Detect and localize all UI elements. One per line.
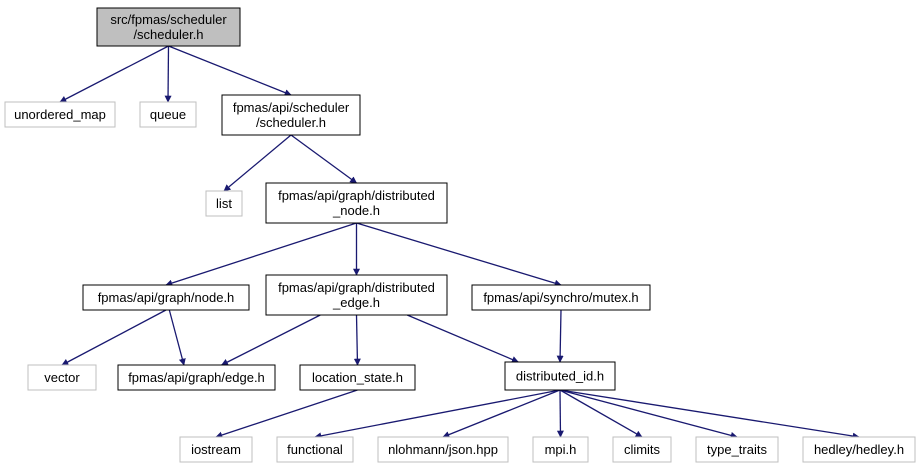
node-box-distributed_edge_h: [265, 274, 448, 316]
node-box-hedley_h: [802, 436, 916, 463]
node-mutex_h[interactable]: fpmas/api/synchro/mutex.h: [471, 284, 651, 311]
node-label-queue-0: queue: [150, 107, 186, 122]
edges-layer: [59, 45, 860, 440]
node-label-json_hpp-0: nlohmann/json.hpp: [388, 442, 498, 457]
node-mpi_h: mpi.h: [532, 436, 589, 463]
edge-distributed_id_h-to-type_traits: [559, 389, 738, 439]
edge-distributed_id_h-to-mpi_h: [556, 389, 564, 438]
edge-node_h-to-vector: [61, 309, 167, 366]
edge-distributed_id_h-to-json_hpp: [442, 389, 561, 438]
node-label-functional-0: functional: [287, 442, 343, 457]
node-scheduler_h[interactable]: src/fpmas/scheduler/scheduler.h: [96, 7, 241, 47]
node-box-type_traits: [695, 436, 779, 463]
node-functional: functional: [276, 436, 354, 463]
node-box-json_hpp: [377, 436, 509, 463]
node-box-distributed_id_h: [504, 361, 616, 391]
node-list: list: [205, 190, 243, 217]
node-distributed_edge_h[interactable]: fpmas/api/graph/distributed_edge.h: [265, 274, 448, 316]
node-box-node_h: [82, 284, 250, 311]
edge-distributed_node_h-to-node_h: [165, 222, 357, 287]
node-label-distributed_edge_h-0: fpmas/api/graph/distributed: [278, 280, 435, 295]
node-unordered_map: unordered_map: [4, 101, 116, 128]
node-box-iostream: [179, 436, 253, 463]
node-label-unordered_map-0: unordered_map: [14, 107, 106, 122]
node-label-edge_h-0: fpmas/api/graph/edge.h: [128, 370, 265, 385]
edge-location_state_h-to-iostream: [215, 389, 358, 439]
node-label-distributed_node_h-1: _node.h: [332, 203, 380, 218]
node-box-mpi_h: [532, 436, 589, 463]
edge-distributed_id_h-to-climits: [559, 389, 643, 438]
nodes-layer: src/fpmas/scheduler/scheduler.h unordered…: [4, 7, 916, 463]
node-label-type_traits-0: type_traits: [707, 442, 767, 457]
node-api_scheduler_h[interactable]: fpmas/api/scheduler/scheduler.h: [221, 94, 361, 136]
node-distributed_id_h[interactable]: distributed_id.h: [504, 361, 616, 391]
node-label-list-0: list: [216, 196, 232, 211]
edge-distributed_edge_h-to-edge_h: [220, 314, 321, 366]
node-box-mutex_h: [471, 284, 651, 311]
node-label-location_state_h-0: location_state.h: [312, 370, 403, 385]
edge-api_scheduler_h-to-list: [223, 134, 292, 192]
edge-distributed_node_h-to-mutex_h: [356, 222, 562, 287]
node-hedley_h: hedley/hedley.h: [802, 436, 916, 463]
node-label-api_scheduler_h-1: /scheduler.h: [256, 115, 326, 130]
node-type_traits: type_traits: [695, 436, 779, 463]
node-label-climits-0: climits: [624, 442, 661, 457]
node-node_h[interactable]: fpmas/api/graph/node.h: [82, 284, 250, 311]
node-box-api_scheduler_h: [221, 94, 361, 136]
node-box-scheduler_h: [96, 7, 241, 47]
node-label-distributed_node_h-0: fpmas/api/graph/distributed: [278, 188, 435, 203]
node-label-mpi_h-0: mpi.h: [545, 442, 577, 457]
edge-scheduler_h-to-unordered_map: [59, 45, 169, 103]
node-box-vector: [27, 364, 97, 391]
node-label-hedley_h-0: hedley/hedley.h: [814, 442, 904, 457]
node-box-unordered_map: [4, 101, 116, 128]
node-label-vector-0: vector: [44, 370, 80, 385]
node-label-node_h-0: fpmas/api/graph/node.h: [98, 290, 235, 305]
node-box-functional: [276, 436, 354, 463]
node-json_hpp: nlohmann/json.hpp: [377, 436, 509, 463]
edge-distributed_edge_h-to-distributed_id_h: [406, 314, 519, 363]
edge-distributed_id_h-to-functional: [314, 389, 561, 440]
edge-scheduler_h-to-queue: [164, 45, 172, 103]
node-box-climits: [612, 436, 672, 463]
edge-distributed_edge_h-to-location_state_h: [353, 314, 361, 366]
node-box-list: [205, 190, 243, 217]
node-label-distributed_id_h-0: distributed_id.h: [516, 369, 604, 384]
node-box-edge_h: [117, 364, 276, 391]
node-label-distributed_edge_h-1: _edge.h: [332, 295, 380, 310]
node-label-scheduler_h-0: src/fpmas/scheduler: [110, 12, 227, 27]
node-box-distributed_node_h: [265, 182, 448, 224]
edge-mutex_h-to-distributed_id_h: [556, 309, 564, 363]
node-box-location_state_h: [299, 364, 416, 391]
node-label-scheduler_h-1: /scheduler.h: [133, 27, 203, 42]
edge-node_h-to-edge_h: [168, 309, 186, 366]
node-label-api_scheduler_h-0: fpmas/api/scheduler: [233, 100, 350, 115]
node-label-mutex_h-0: fpmas/api/synchro/mutex.h: [483, 290, 638, 305]
node-edge_h[interactable]: fpmas/api/graph/edge.h: [117, 364, 276, 391]
node-vector: vector: [27, 364, 97, 391]
edge-distributed_id_h-to-hedley_h: [559, 389, 860, 440]
edge-scheduler_h-to-api_scheduler_h: [168, 45, 292, 96]
node-distributed_node_h[interactable]: fpmas/api/graph/distributed_node.h: [265, 182, 448, 224]
node-label-iostream-0: iostream: [191, 442, 241, 457]
node-location_state_h[interactable]: location_state.h: [299, 364, 416, 391]
node-queue: queue: [139, 101, 197, 128]
node-iostream: iostream: [179, 436, 253, 463]
edge-api_scheduler_h-to-distributed_node_h: [290, 134, 358, 184]
node-climits: climits: [612, 436, 672, 463]
node-box-queue: [139, 101, 197, 128]
